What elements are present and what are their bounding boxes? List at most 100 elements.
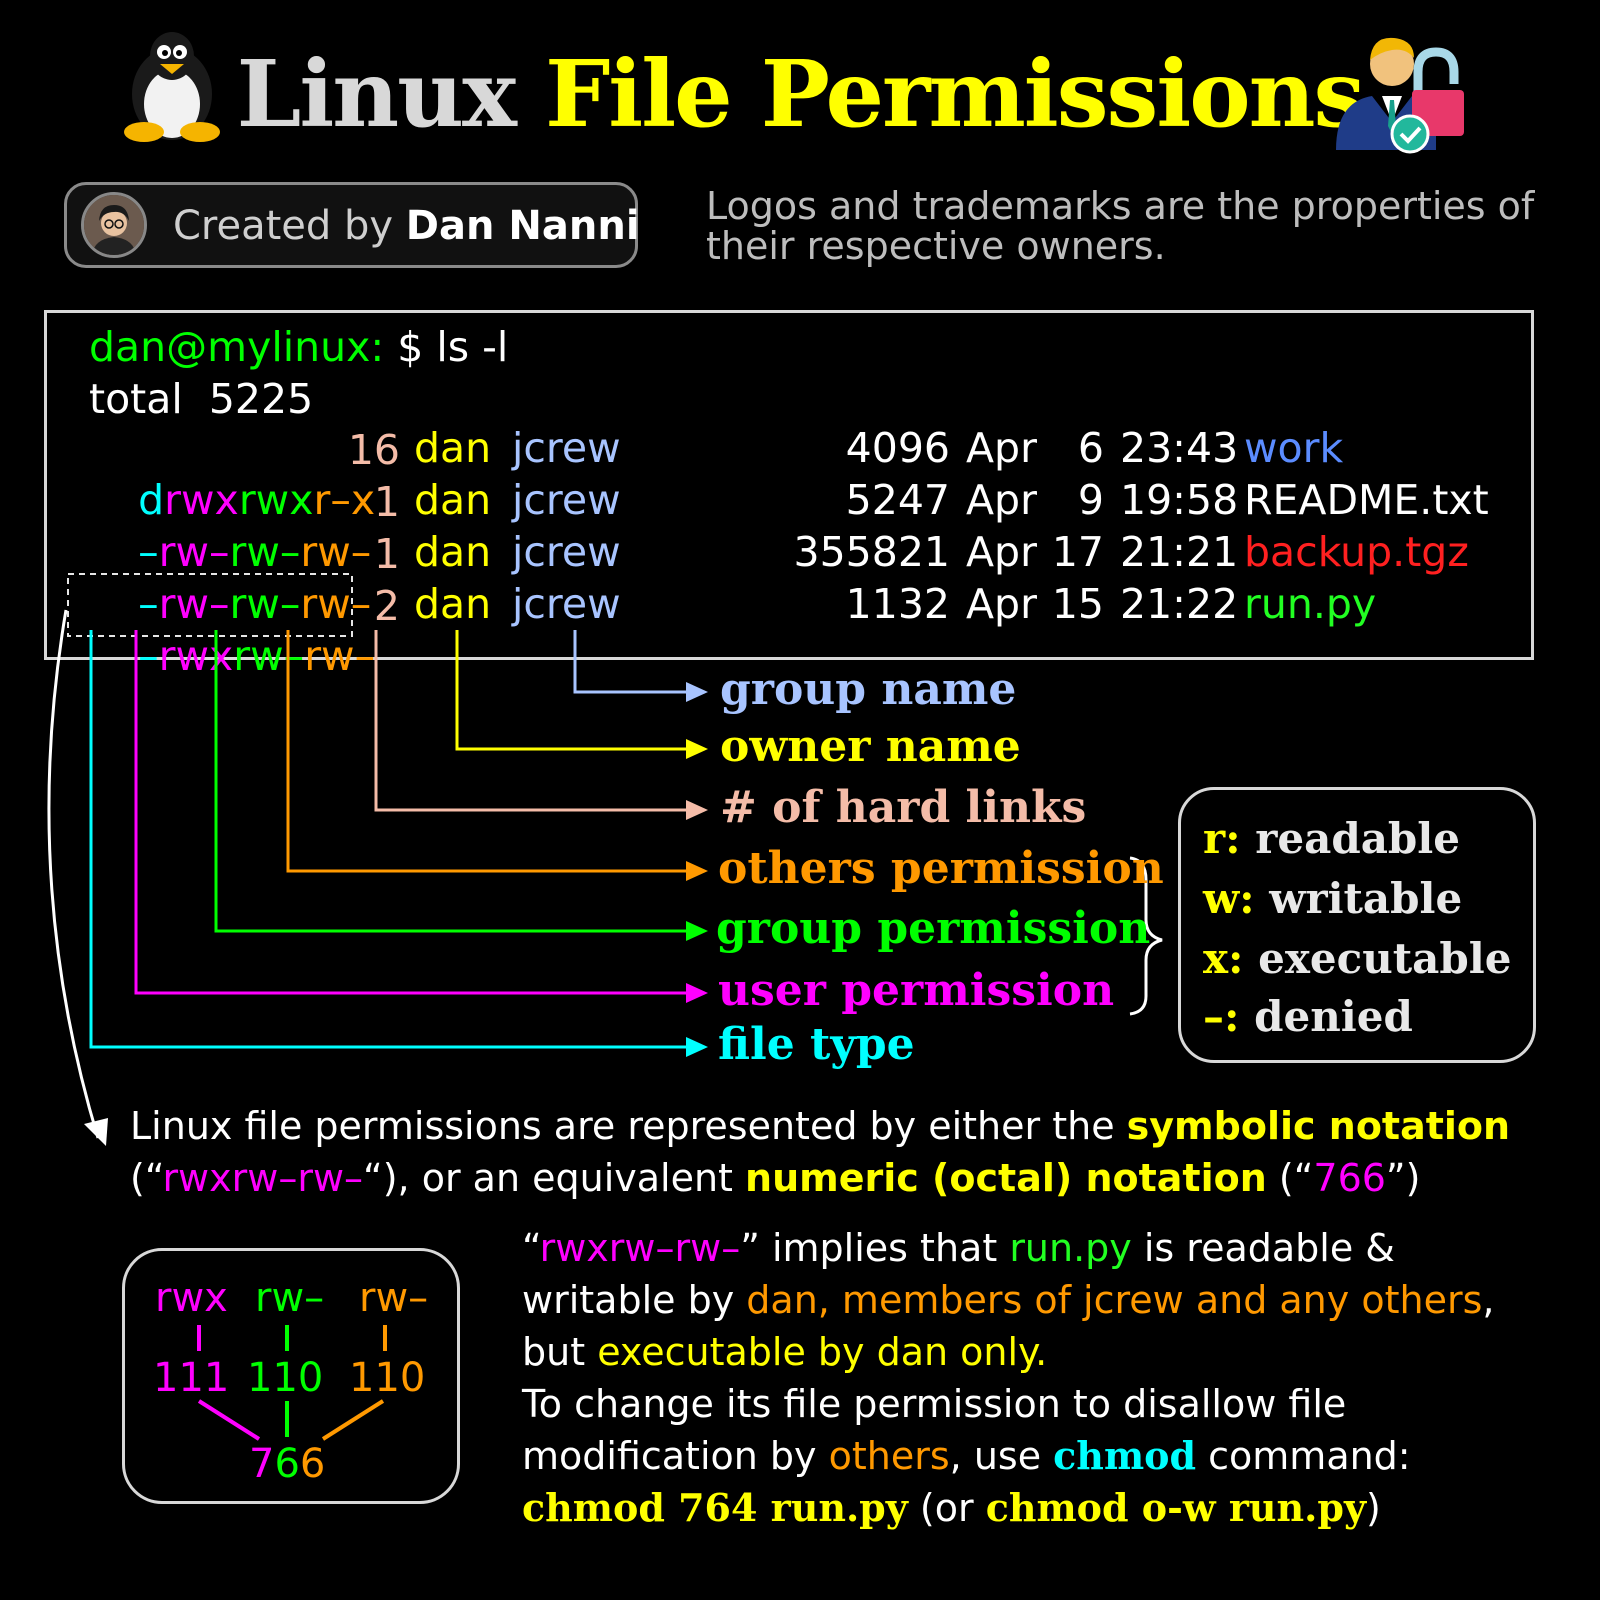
command: $ ls -l [397,323,509,371]
label-hard-links: # of hard links [720,782,1087,833]
brace [1129,856,1163,1016]
others-perm: r–x [313,476,376,524]
page-title: Linux File Permissions [0,40,1600,148]
label-owner-name: owner name [720,721,1021,772]
file-size: 355821 [793,528,950,576]
user-perm: rwx [158,632,234,680]
hard-links: 16 [347,426,400,474]
table-row: –rwxrw–rw– [86,578,375,734]
user-perm: rw– [158,528,230,576]
avatar [81,192,147,258]
time: 19:58 [1120,476,1239,524]
group-perm: rw– [229,528,301,576]
bin-user: 111 [153,1355,230,1401]
label-group-permission: group permission [716,903,1151,954]
month: Apr [966,476,1037,524]
group: jcrew [512,528,621,576]
file-name: work [1244,424,1344,472]
day: 15 [1051,580,1104,628]
legend-item: –: denied [1203,992,1413,1041]
file-type-line [89,630,705,1049]
sym-group: rw– [255,1275,325,1321]
group-perm-line [214,630,705,933]
others-perm: rw– [300,528,372,576]
highlight-box [67,573,353,637]
hard-links: 1 [373,478,400,526]
notation-explanation: Linux file permissions are represented b… [130,1104,1511,1200]
hard-links: 1 [373,530,400,578]
octal-connectors [197,1325,387,1441]
group: jcrew [512,580,621,628]
file-size: 5247 [845,476,950,524]
group-name-line [573,630,705,694]
terminal-window: dan@mylinux: $ ls -l total 5225 [44,310,1534,660]
time: 21:22 [1120,580,1239,628]
credit-text: Created by Dan Nanni [173,203,640,249]
user-perm-line [134,630,705,995]
file-type: – [138,580,159,628]
table-row: drwxrwxr–x [86,422,375,578]
file-type: – [138,632,159,680]
sym-others: rw– [359,1275,429,1321]
owner: dan [414,476,492,524]
total-line: total 5225 [89,375,314,423]
prompt-line: dan@mylinux: $ ls -l [89,321,508,373]
penguin-icon [124,32,220,142]
legend-item: w: writable [1203,874,1463,923]
example-explanation: “rwxrw–rw–” implies that run.py is reada… [522,1226,1495,1530]
legend-box: r: readable w: writable x: executable –:… [1178,787,1536,1063]
file-name: run.py [1244,580,1377,628]
others-perm: rw– [300,580,372,628]
day: 17 [1051,528,1104,576]
hard-links-line [374,630,705,812]
file-size: 4096 [845,424,950,472]
time: 23:43 [1120,424,1239,472]
label-group-name: group name [720,664,1017,715]
curve-arrow [47,609,100,1139]
owner-name-line [455,630,705,751]
group-perm: rwx [238,476,314,524]
label-user-permission: user permission [718,965,1115,1016]
octal-result: 766 [249,1441,326,1487]
author-name: Dan Nanni [405,203,640,249]
file-name: backup.tgz [1244,528,1469,576]
credit-prefix: Created by [173,203,394,249]
user-lock-icon [1336,37,1464,154]
octal-diagram: rwx rw– rw– 111 110 110 766 [122,1248,460,1504]
day: 9 [1077,476,1104,524]
legend-item: x: executable [1203,934,1512,983]
group: jcrew [512,476,621,524]
group: jcrew [512,424,621,472]
disclaimer: Logos and trademarks are the properties … [706,184,1535,268]
hard-links: 2 [373,582,400,630]
others-line [286,630,705,873]
file-type: d [138,476,165,524]
label-file-type: file type [718,1019,915,1070]
bin-group: 110 [247,1355,324,1401]
file-size: 1132 [845,580,950,628]
user-perm: rw– [158,580,230,628]
owner: dan [414,528,492,576]
avatar-icon [84,195,144,255]
month: Apr [966,424,1037,472]
table-row: –rw–rw–rw– [86,526,371,682]
group-perm: rw– [233,632,305,680]
credit-badge: Created by Dan Nanni [64,182,640,268]
title-part1: Linux [236,40,517,148]
owner: dan [414,424,492,472]
legend-item: r: readable [1203,814,1460,863]
time: 21:21 [1120,528,1239,576]
group-perm: rw– [229,580,301,628]
sym-user: rwx [155,1275,228,1321]
user-perm: rwx [164,476,239,524]
label-others-permission: others permission [718,843,1164,894]
prompt: dan@mylinux: [89,323,385,371]
day: 6 [1077,424,1104,472]
file-type: – [138,528,159,576]
bin-others: 110 [349,1355,426,1401]
month: Apr [966,528,1037,576]
file-name: README.txt [1244,476,1489,524]
month: Apr [966,580,1037,628]
others-perm: rw– [304,632,376,680]
table-row: –rw–rw–rw– [86,474,371,630]
